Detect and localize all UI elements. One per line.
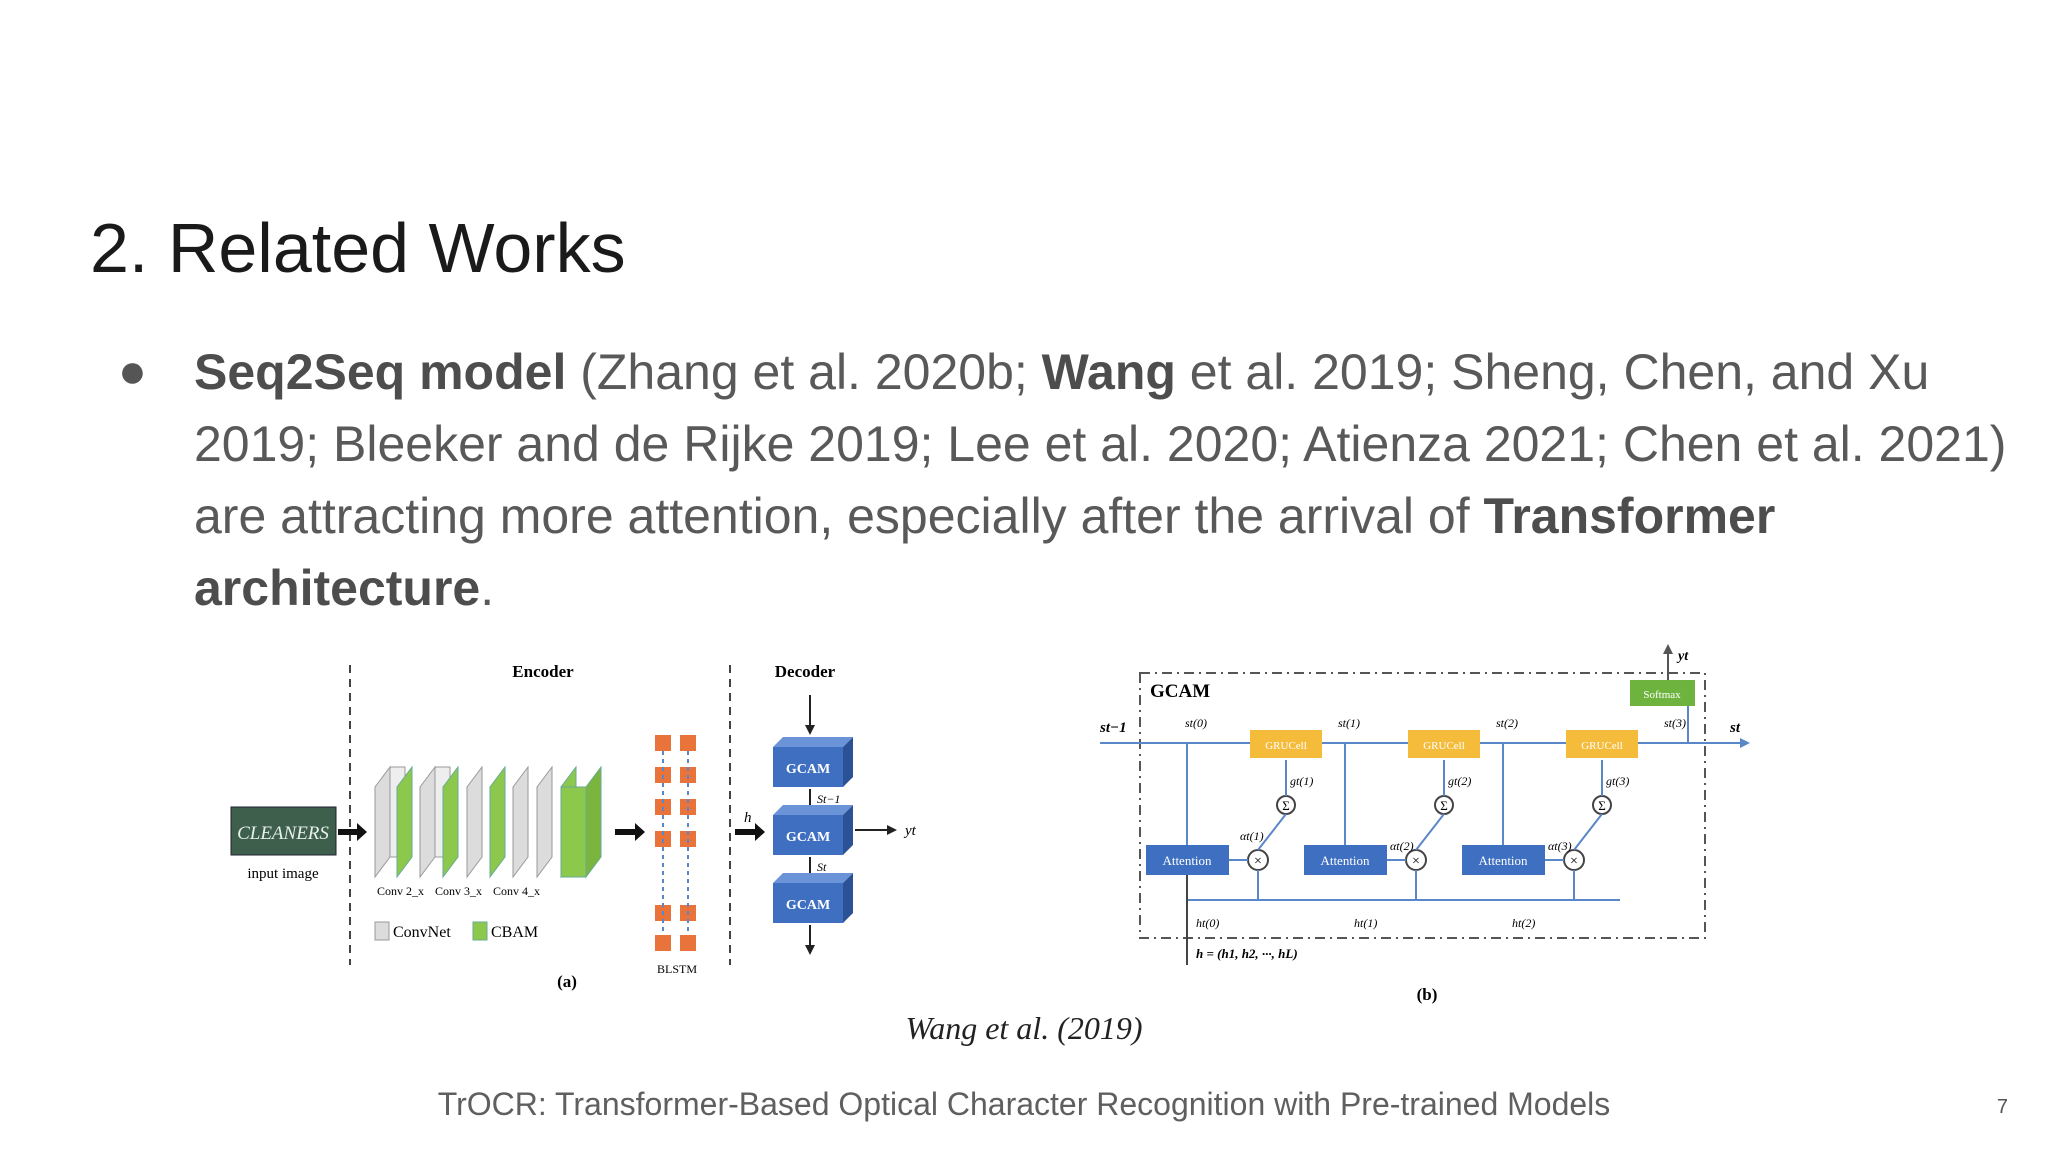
attention-label-3: Attention xyxy=(1478,853,1528,868)
conv4-label: Conv 4_x xyxy=(493,884,540,898)
attention-box-2 xyxy=(1304,845,1387,875)
h0-label: ht(0) xyxy=(1196,916,1219,930)
convnet-blocks xyxy=(374,765,602,879)
input-word: CLEANERS xyxy=(237,823,329,844)
svg-text:×: × xyxy=(1570,854,1578,869)
a3-label: αt(3) xyxy=(1548,839,1572,853)
softmax-label: Softmax xyxy=(1643,689,1681,701)
s1-label: st(1) xyxy=(1338,716,1360,730)
figure-caption: Wang et al. (2019) xyxy=(905,1010,1143,1046)
legend-convnet: ConvNet xyxy=(393,924,451,941)
grucell-1 xyxy=(1250,730,1322,758)
gcam-block-2: GCAM xyxy=(773,805,853,855)
yt-label: yt xyxy=(903,823,917,839)
legend-cbam-swatch xyxy=(472,921,488,941)
bullet-text: Seq2Seq model (Zhang et al. 2020b; Wang … xyxy=(194,336,2048,624)
blstm-stack xyxy=(655,735,696,951)
attention-box-1 xyxy=(1146,845,1229,875)
h1-label: ht(1) xyxy=(1354,916,1377,930)
bold-seq2seq: Seq2Seq model xyxy=(194,344,567,400)
bullet-text-part1: (Zhang et al. 2020b; xyxy=(566,344,1042,400)
bold-transformer: Transformer architecture xyxy=(194,488,1776,616)
gcam-label-3: GCAM xyxy=(786,898,830,913)
slide-footer: TrOCR: Transformer-Based Optical Charact… xyxy=(437,1086,1611,1122)
g1-label: gt(1) xyxy=(1290,774,1313,788)
gcam-label-1: GCAM xyxy=(786,762,830,777)
y-label: yt xyxy=(1676,649,1689,664)
legend-cbam: CBAM xyxy=(491,924,538,941)
a2-label: αt(2) xyxy=(1390,839,1414,853)
grucell-label-3: GRUCell xyxy=(1581,740,1623,752)
conv2-label: Conv 2_x xyxy=(377,884,424,898)
g2-label: gt(2) xyxy=(1448,774,1471,788)
attention-label-2: Attention xyxy=(1320,853,1370,868)
g3-label: gt(3) xyxy=(1606,774,1629,788)
h2-label: ht(2) xyxy=(1512,916,1535,930)
blstm-label: BLSTM xyxy=(657,962,697,976)
figure-b-label: (b) xyxy=(1417,985,1438,1004)
grucell-3 xyxy=(1566,730,1638,758)
gcam-title: GCAM xyxy=(1150,681,1210,702)
h-seq-label: h = (h1, h2, ···, hL) xyxy=(1196,946,1298,961)
figure-b-gcam: GCAM st−1 st Softmax yt GRUCell GRUCell … xyxy=(1099,644,1750,1004)
page-number: 7 xyxy=(1996,1096,2008,1118)
attention-label-1: Attention xyxy=(1162,853,1212,868)
svg-text:×: × xyxy=(1412,854,1420,869)
legend-convnet-swatch xyxy=(374,921,390,941)
figure-a-label: (a) xyxy=(557,972,577,991)
softmax-box xyxy=(1630,680,1695,706)
a1-label: αt(1) xyxy=(1240,829,1264,843)
s0-label: st(0) xyxy=(1185,716,1207,730)
s-in-label: st−1 xyxy=(1099,720,1127,736)
s2-label: st(2) xyxy=(1496,716,1518,730)
encoder-label: Encoder xyxy=(512,662,574,681)
grucell-2 xyxy=(1408,730,1480,758)
grucell-label-1: GRUCell xyxy=(1265,740,1307,752)
svg-text:Σ: Σ xyxy=(1440,798,1448,813)
h-label: h xyxy=(744,810,752,826)
input-image-label: input image xyxy=(247,866,319,882)
s3-label: st(3) xyxy=(1664,716,1686,730)
conv3-label: Conv 3_x xyxy=(435,884,482,898)
gcam-block-1: GCAM xyxy=(773,737,853,787)
svg-text:Σ: Σ xyxy=(1598,798,1606,813)
svg-text:Σ: Σ xyxy=(1282,798,1290,813)
grucell-label-2: GRUCell xyxy=(1423,740,1465,752)
figure-a-encoder-decoder: Encoder Decoder CLEANERS input image Con… xyxy=(230,662,917,991)
bullet-text-part3: . xyxy=(480,560,495,616)
slide-title: 2. Related Works xyxy=(90,209,626,287)
bold-wang: Wang xyxy=(1041,344,1176,400)
svg-text:×: × xyxy=(1254,854,1262,869)
st-label: St xyxy=(817,860,827,874)
attention-box-3 xyxy=(1462,845,1545,875)
input-image: CLEANERS xyxy=(230,806,337,856)
decoder-label: Decoder xyxy=(775,662,836,681)
s-out-label: st xyxy=(1729,720,1741,736)
bullet-text-part2: et al. 2019; Sheng, Chen, and Xu 2019; B… xyxy=(194,344,2007,544)
s-prev-label: St−1 xyxy=(817,792,840,806)
gcam-label-2: GCAM xyxy=(786,830,830,845)
gcam-block-3: GCAM xyxy=(773,873,853,923)
bullet-dot: ● xyxy=(118,345,147,398)
